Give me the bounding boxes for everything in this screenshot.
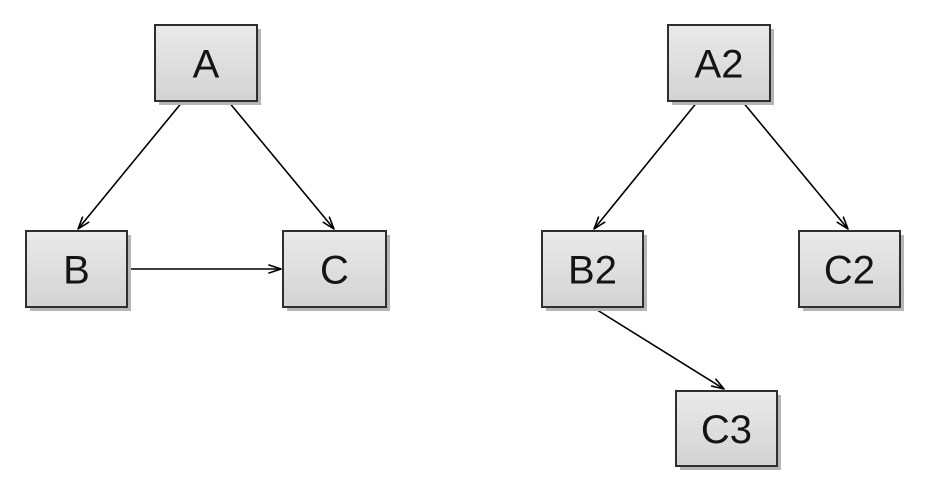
diagram-node-A2: A2 <box>667 24 774 105</box>
node-box-B <box>25 230 128 308</box>
diagram-node-C2: C2 <box>798 230 904 311</box>
edge-A2-C2 <box>741 100 849 230</box>
node-label-C: C <box>320 249 349 293</box>
node-label-C3: C3 <box>701 408 752 452</box>
node-box-A <box>154 24 258 102</box>
node-box-C3 <box>675 390 778 467</box>
node-label-A2: A2 <box>695 43 744 87</box>
edge-B2-C3 <box>593 307 725 390</box>
edge-A-B <box>77 100 184 230</box>
node-label-A: A <box>193 43 220 87</box>
node-box-A2 <box>667 24 771 102</box>
diagram-node-C: C <box>282 230 390 311</box>
node-label-B: B <box>63 249 90 293</box>
node-label-C2: C2 <box>824 249 875 293</box>
node-box-B2 <box>541 230 644 308</box>
edge-A-C <box>227 100 335 230</box>
node-box-C <box>282 230 387 308</box>
diagram-node-B2: B2 <box>541 230 647 311</box>
diagram-node-C3: C3 <box>675 390 781 470</box>
diagram-node-B: B <box>25 230 131 311</box>
node-label-B2: B2 <box>568 249 617 293</box>
diagram-node-A: A <box>154 24 261 105</box>
node-box-C2 <box>798 230 901 308</box>
edge-A2-B2 <box>593 100 699 230</box>
